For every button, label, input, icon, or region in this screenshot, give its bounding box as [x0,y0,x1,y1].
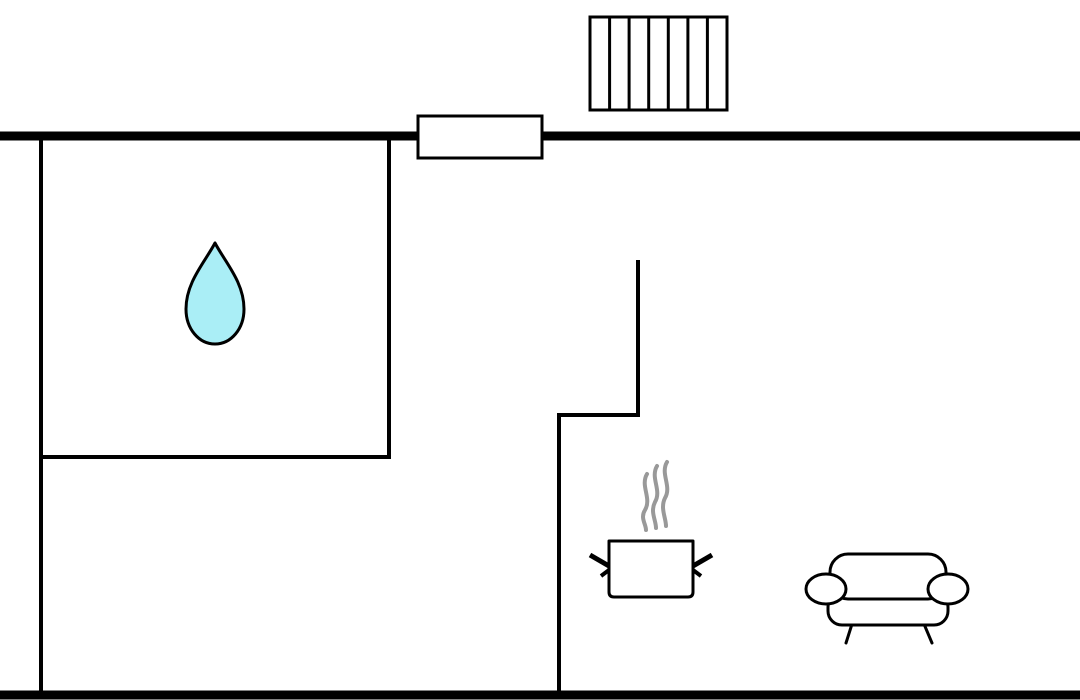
armchair-icon [804,552,970,645]
partition-wall [557,260,640,695]
bathroom-walls [41,136,391,459]
water-drop-icon [184,241,246,346]
cooking-pot-icon [588,460,714,599]
radiator-icon [588,15,729,112]
steam [641,460,670,532]
window-icon [416,114,544,160]
